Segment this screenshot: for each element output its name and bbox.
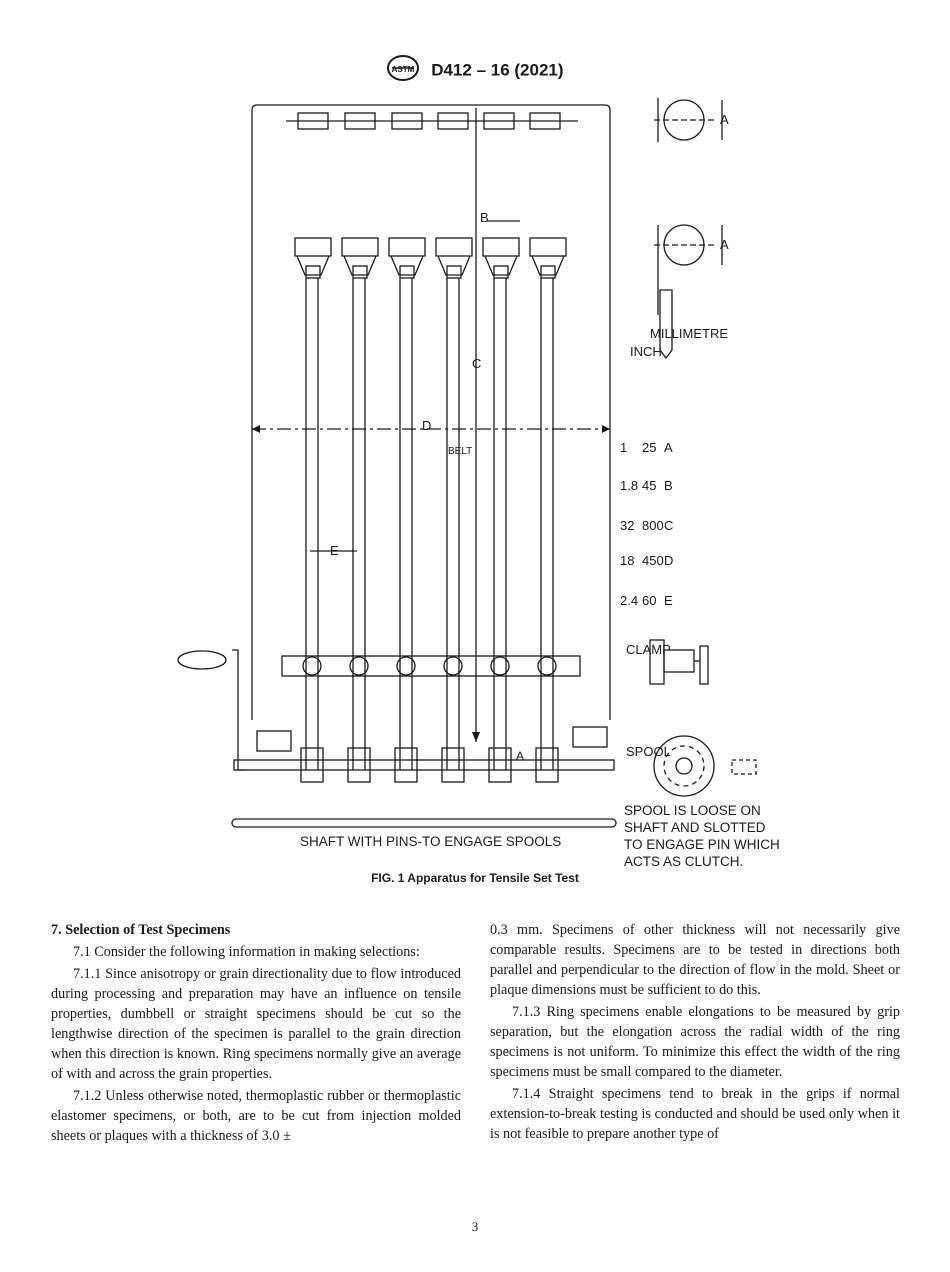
paragraph-7-1-1: 7.1.1 Since anisotropy or grain directio… [51, 966, 461, 1082]
figure-caption: FIG. 1 Apparatus for Tensile Set Test [371, 871, 579, 885]
table-row-a-inch: 1 [620, 440, 627, 455]
dim-label-a-bottom: A [516, 749, 524, 763]
paragraph-7-1: 7.1 Consider the following information i… [73, 944, 420, 960]
paragraph-7-1-3: 7.1.3 Ring specimens enable elongations … [490, 1004, 900, 1080]
table-row-a-letter: A [664, 440, 673, 455]
pin-shaft [231, 818, 617, 828]
dim-label-d: D [422, 418, 431, 433]
table-row-d-inch: 18 [620, 553, 634, 568]
grip-assemblies [294, 237, 567, 770]
spool-note-line-1: SPOOL IS LOOSE ON [624, 803, 761, 818]
dim-label-c: C [472, 356, 481, 371]
dim-label-a-top: A [720, 112, 729, 127]
dim-label-a-side: A [720, 237, 729, 252]
belt-label: BELT [448, 446, 472, 457]
clamp-label: CLAMP [626, 642, 671, 657]
table-row-b-letter: B [664, 478, 673, 493]
paragraph-7-1-2: 7.1.2 Unless otherwise noted, thermoplas… [51, 1088, 461, 1144]
spool-note-line-2: SHAFT AND SLOTTED [624, 820, 766, 835]
section-heading: 7. Selection of Test Specimens [51, 922, 231, 938]
crank-handle [232, 649, 246, 771]
right-column: 0.3 mm. Specimens of other thickness wil… [490, 920, 900, 1146]
table-row-a-mm: 25 [642, 440, 656, 455]
bottom-shaft [233, 759, 615, 771]
left-column: 7. Selection of Test Specimens 7.1 Consi… [51, 920, 461, 1148]
clamp-bar-holes [302, 656, 557, 676]
table-row-d-mm: 450 [642, 553, 664, 568]
page-number: 3 [471, 1219, 479, 1234]
spool-note-line-4: ACTS AS CLUTCH. [624, 854, 743, 869]
standard-designation: D412 – 16 (2021) [431, 60, 564, 80]
paragraph-7-1-2-continued: 0.3 mm. Specimens of other thickness wil… [490, 922, 900, 998]
table-row-e-mm: 60 [642, 593, 656, 608]
table-header-inch: INCH [630, 344, 662, 359]
clamp-bar [281, 655, 581, 677]
arrowheads [252, 425, 610, 742]
table-row-e-letter: E [664, 593, 673, 608]
table-row-d-letter: D [664, 553, 673, 568]
table-row-c-mm: 800 [642, 518, 664, 533]
frame-outline [251, 104, 611, 720]
table-row-b-inch: 1.8 [620, 478, 638, 493]
table-row-e-inch: 2.4 [620, 593, 638, 608]
top-rollers [297, 112, 561, 130]
astm-logo-icon: ASTM [386, 55, 420, 86]
spools [300, 747, 559, 783]
dim-label-b: B [480, 210, 489, 225]
table-row-b-mm: 45 [642, 478, 656, 493]
shaft-label: SHAFT WITH PINS-TO ENGAGE SPOOLS [300, 834, 561, 849]
paragraph-7-1-4: 7.1.4 Straight specimens tend to break i… [490, 1086, 900, 1142]
dim-label-e: E [330, 543, 339, 558]
table-row-c-inch: 32 [620, 518, 634, 533]
apparatus-figure: B C D E A A A BELT MILLIMETRE INCH 1 25 … [160, 90, 800, 880]
page-header: ASTM D412 – 16 (2021) [0, 55, 950, 86]
spool-label: SPOOL [626, 744, 671, 759]
table-row-c-letter: C [664, 518, 673, 533]
svg-text:ASTM: ASTM [392, 65, 415, 74]
spool-note-line-3: TO ENGAGE PIN WHICH [624, 837, 780, 852]
table-header-mm: MILLIMETRE [650, 326, 728, 341]
apparatus-drawing: B C D E A A A BELT MILLIMETRE INCH 1 25 … [177, 98, 780, 869]
